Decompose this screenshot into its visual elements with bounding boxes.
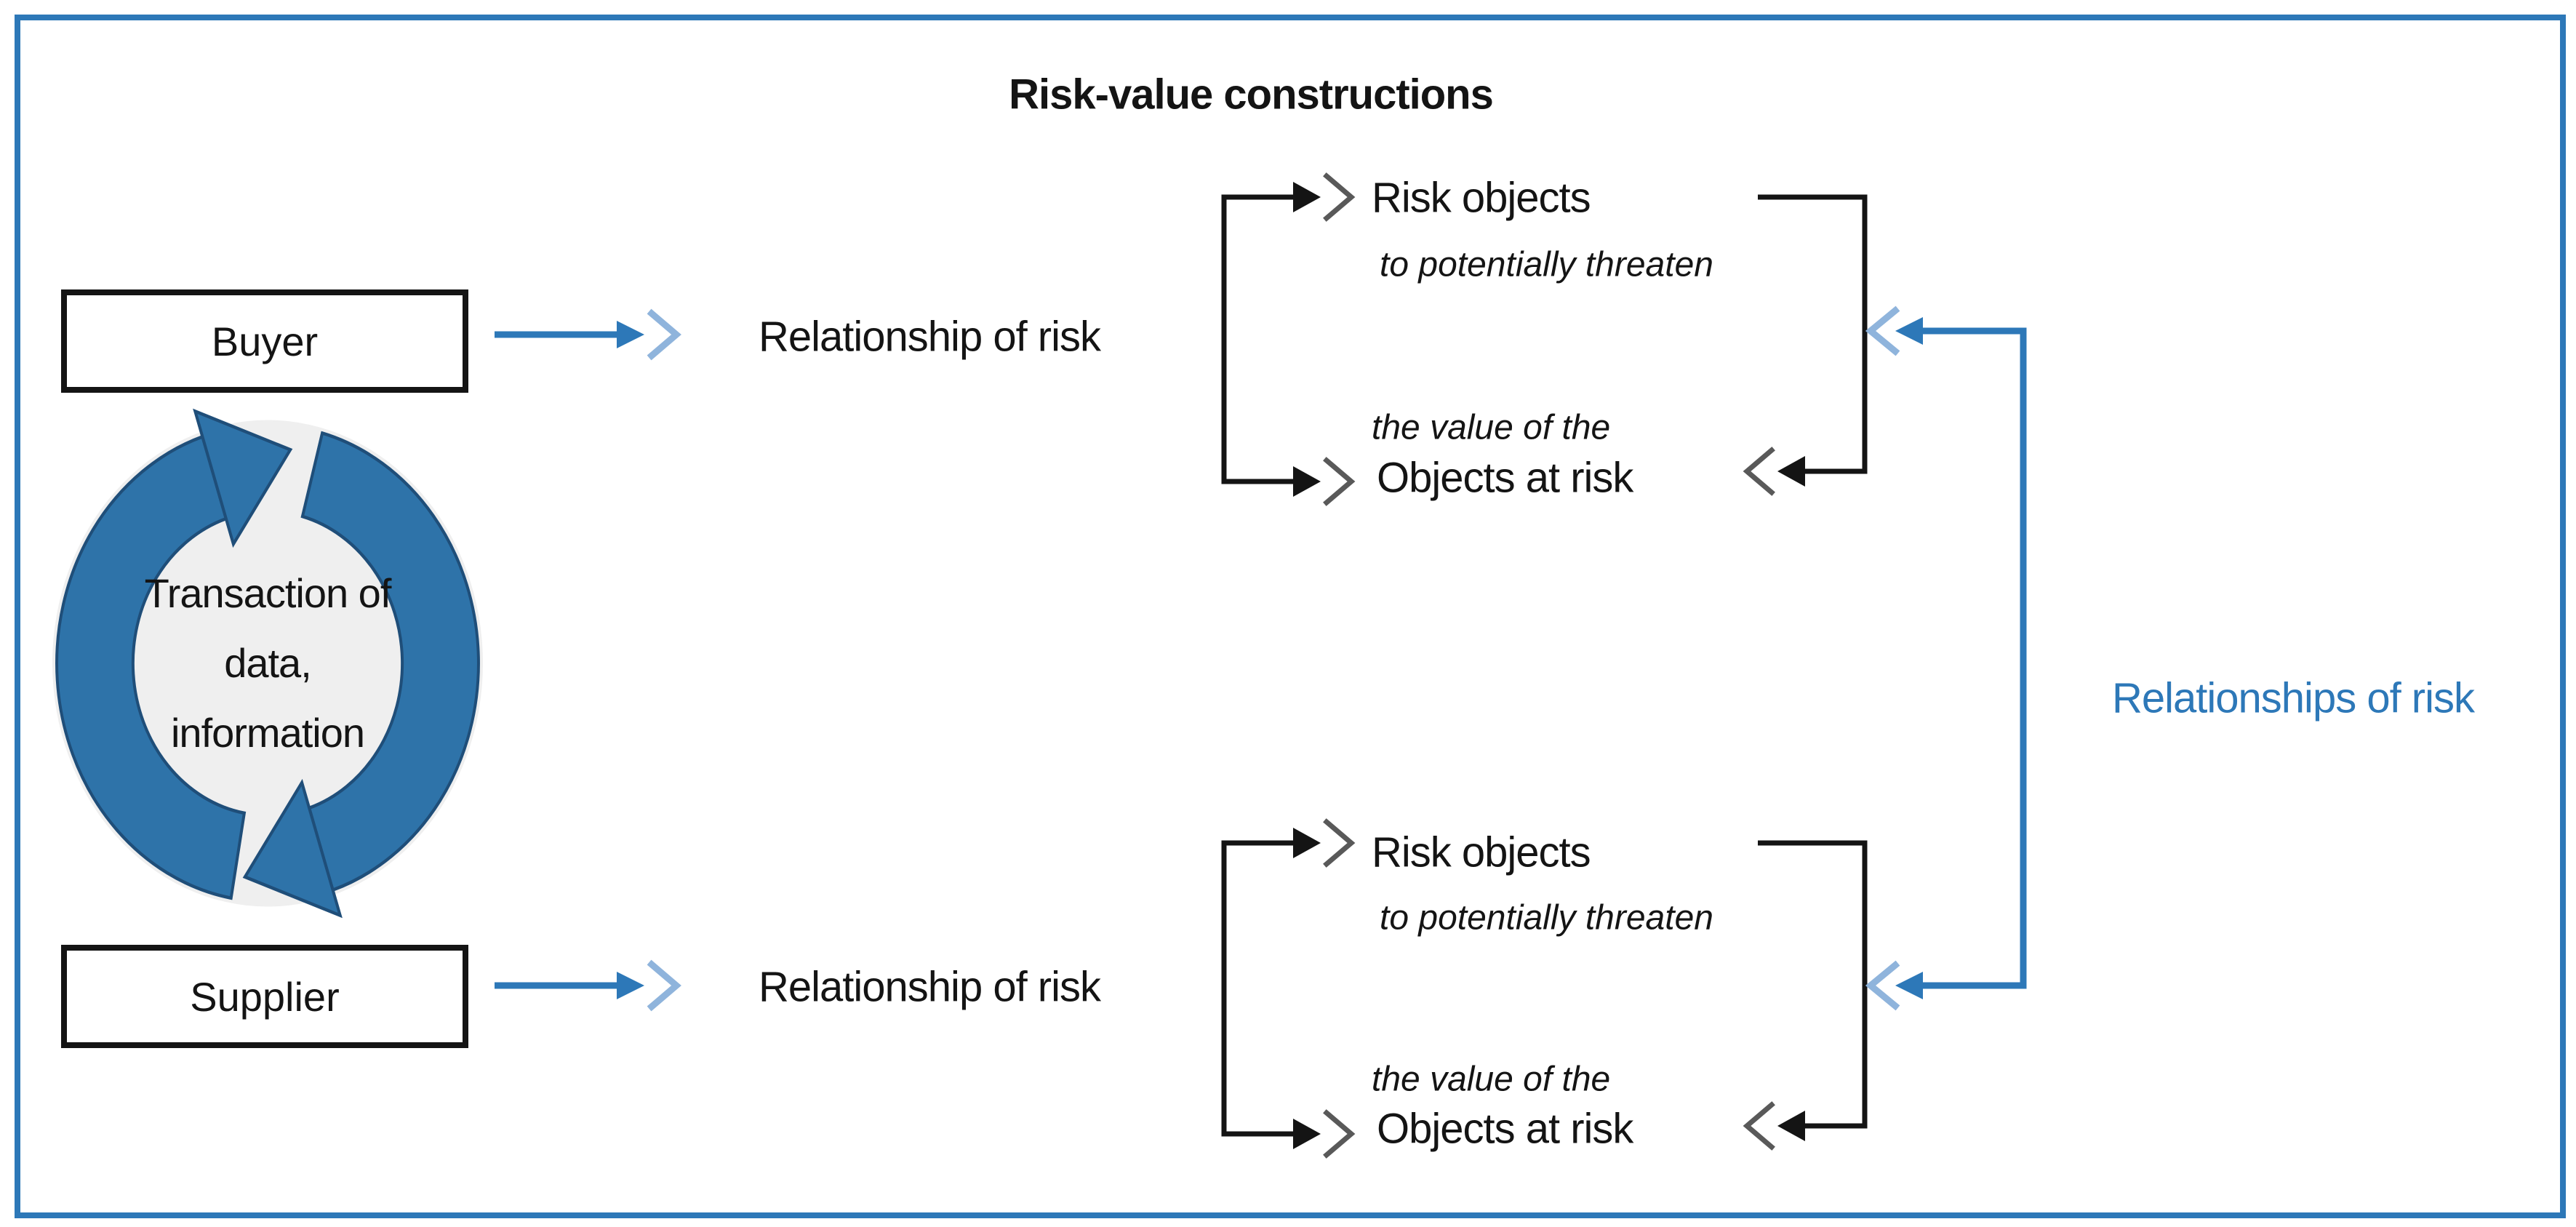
- cycle-right-arc: [300, 431, 480, 892]
- top-group-right-bracket: [1743, 194, 1868, 496]
- cycle-top-arrowhead-icon: [193, 408, 293, 548]
- transaction-cycle-icon: [52, 408, 483, 919]
- buyer-label: Buyer: [211, 318, 319, 364]
- supplier-relationship-arrow: [495, 959, 681, 1012]
- bottom-objects-at-risk-label: Objects at risk: [1377, 1105, 1633, 1153]
- bottom-risk-objects-label: Risk objects: [1372, 828, 1591, 876]
- bottom-threaten-label: to potentially threaten: [1380, 898, 1713, 938]
- cycle-line-2: data,: [224, 640, 312, 686]
- relationships-of-risk-right-label: Relationships of risk: [2112, 674, 2475, 722]
- cycle-left-arc: [55, 434, 247, 900]
- cycle-bottom-arrowhead-icon: [242, 778, 343, 919]
- cycle-line-3: information: [170, 710, 365, 756]
- transaction-cycle-label: Transaction of data, information: [144, 559, 392, 768]
- supplier-box: Supplier: [61, 945, 468, 1048]
- top-objects-at-risk-label: Objects at risk: [1377, 454, 1633, 502]
- top-group-left-bracket: [1221, 172, 1356, 506]
- bottom-group-right-bracket: [1743, 840, 1868, 1151]
- buyer-relationship-arrow: [495, 308, 681, 361]
- supplier-label: Supplier: [190, 973, 340, 1020]
- relationship-of-risk-top-label: Relationship of risk: [759, 313, 1101, 361]
- outer-border-frame: [15, 15, 2566, 1218]
- top-risk-objects-label: Risk objects: [1372, 174, 1591, 222]
- cycle-line-1: Transaction of: [144, 570, 392, 616]
- page-title: Risk-value constructions: [1009, 71, 1494, 119]
- top-threaten-label: to potentially threaten: [1380, 245, 1713, 284]
- bottom-group-left-bracket: [1221, 818, 1356, 1159]
- relationship-of-risk-bottom-label: Relationship of risk: [759, 963, 1101, 1011]
- bottom-value-of-label: the value of the: [1372, 1060, 1611, 1099]
- relationships-of-risk-connector-arrow: [1865, 305, 2027, 1011]
- buyer-box: Buyer: [61, 289, 468, 393]
- top-value-of-label: the value of the: [1372, 408, 1611, 447]
